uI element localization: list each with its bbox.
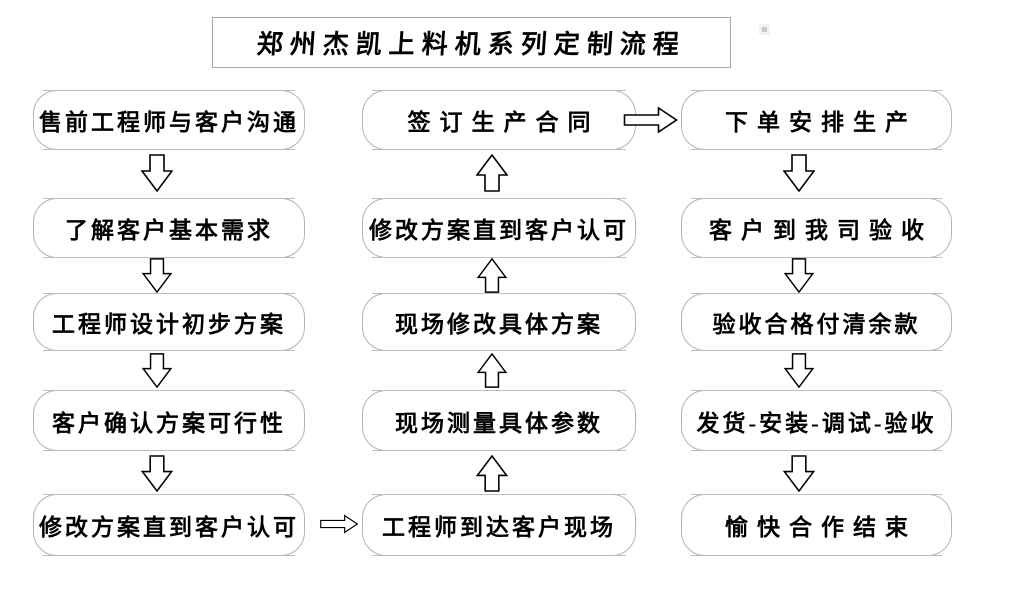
flow-step-revise-until-approved-1: 修改方案直到客户认可 bbox=[33, 494, 305, 556]
up-arrow-icon bbox=[476, 455, 508, 492]
down-arrow-icon bbox=[141, 154, 173, 192]
flow-step-onsite-measure: 现场测量具体参数 bbox=[362, 390, 636, 451]
flow-step-onsite-revise-plan: 现场修改具体方案 bbox=[362, 293, 636, 351]
page-title: 郑州杰凯上料机系列定制流程 bbox=[255, 30, 687, 59]
right-arrow-icon bbox=[320, 511, 358, 537]
title-box: 郑州杰凯上料机系列定制流程 bbox=[212, 17, 731, 68]
down-arrow-icon bbox=[783, 455, 815, 492]
up-arrow-icon bbox=[476, 154, 508, 192]
anchor-dot bbox=[759, 24, 770, 35]
flow-step-sign-contract: 签订生产合同 bbox=[362, 90, 636, 150]
flow-step-pay-balance: 验收合格付清余款 bbox=[681, 293, 952, 351]
right-arrow-icon bbox=[623, 107, 678, 133]
down-arrow-icon bbox=[141, 455, 173, 492]
up-arrow-icon bbox=[476, 258, 508, 293]
down-arrow-icon bbox=[783, 353, 815, 388]
flow-step-presale-communication: 售前工程师与客户沟通 bbox=[33, 90, 305, 150]
flow-step-preliminary-design: 工程师设计初步方案 bbox=[33, 293, 305, 351]
flow-step-schedule-production: 下单安排生产 bbox=[681, 90, 952, 150]
flow-step-customer-acceptance: 客户到我司验收 bbox=[681, 198, 952, 258]
flow-step-cooperation-ends: 愉快合作结束 bbox=[681, 494, 952, 556]
flow-step-engineer-arrives: 工程师到达客户现场 bbox=[362, 494, 636, 556]
up-arrow-icon bbox=[476, 353, 508, 388]
down-arrow-icon bbox=[783, 154, 815, 192]
flow-step-understand-needs: 了解客户基本需求 bbox=[33, 198, 305, 258]
flow-step-revise-until-approved-2: 修改方案直到客户认可 bbox=[362, 198, 636, 258]
down-arrow-icon bbox=[783, 258, 815, 293]
flow-step-confirm-feasibility: 客户确认方案可行性 bbox=[33, 390, 305, 451]
flow-step-ship-install-debug: 发货-安装-调试-验收 bbox=[681, 390, 952, 451]
down-arrow-icon bbox=[141, 353, 173, 388]
down-arrow-icon bbox=[141, 258, 173, 293]
